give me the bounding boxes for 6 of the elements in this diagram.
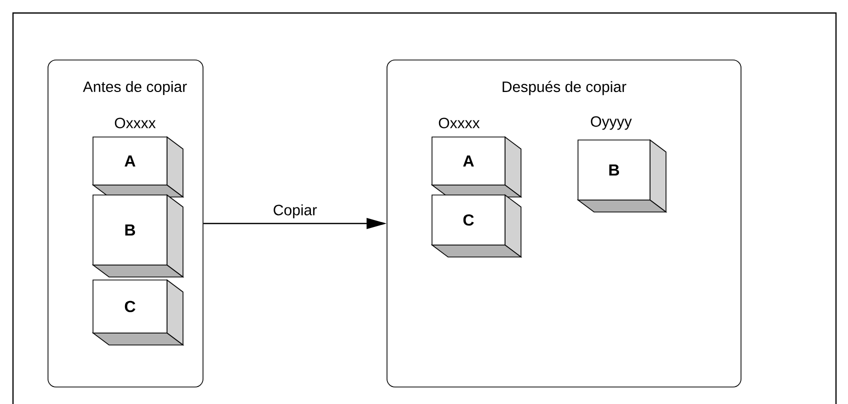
panel-title: Antes de copiar [82, 81, 187, 95]
panel-title: Después de copiar [502, 80, 626, 96]
edge-label: Copiar [272, 203, 318, 220]
object-label: Oxxxx [438, 118, 480, 128]
object-label: Oyyyy [590, 116, 632, 130]
object-label: Oxxxx [114, 118, 156, 128]
